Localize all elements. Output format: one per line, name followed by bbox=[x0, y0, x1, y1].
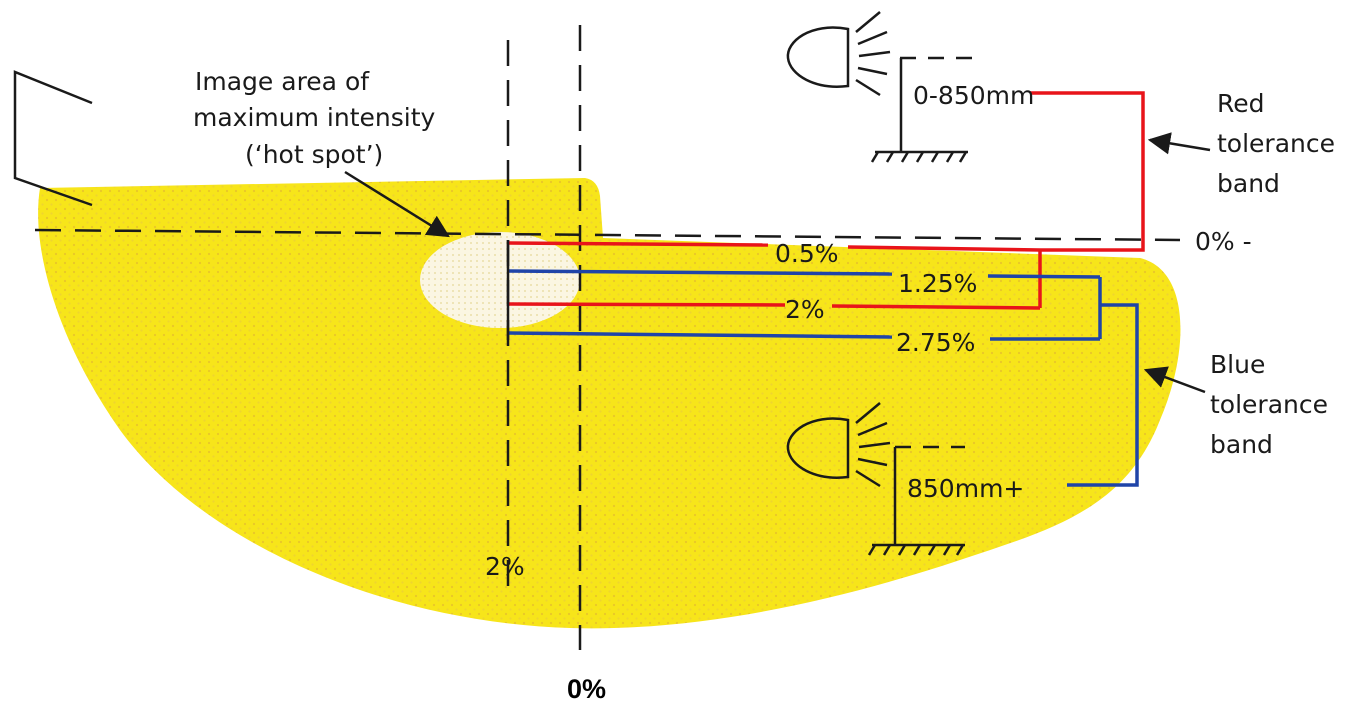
beam-pattern bbox=[38, 178, 1181, 629]
red-band-bracket bbox=[1030, 91, 1145, 252]
red-band-upper-line-right bbox=[847, 245, 1041, 252]
red-tolerance-band bbox=[507, 91, 1145, 310]
blue-band-upper-value: 1.25% bbox=[898, 269, 977, 298]
blue-band-label-line-1: Blue bbox=[1210, 350, 1265, 379]
blue-tolerance-band bbox=[507, 269, 1139, 487]
blue-band-upper-line-left bbox=[507, 269, 893, 276]
blue-band-label-line-3: band bbox=[1210, 430, 1273, 459]
vertical-2pct-label: 2% bbox=[485, 552, 525, 581]
blue-band-lower-line-left bbox=[507, 331, 893, 339]
horizontal-cutoff-line bbox=[34, 228, 1181, 242]
blue-band-outer-bracket bbox=[1067, 303, 1139, 487]
lamp-height-top-label: 0-850mm bbox=[913, 81, 1034, 110]
blue-band-lower-value: 2.75% bbox=[896, 328, 975, 357]
red-band-label-line-3: band bbox=[1217, 169, 1280, 198]
red-band-label-line-1: Red bbox=[1217, 89, 1265, 118]
ground-hatch-icon bbox=[870, 58, 968, 163]
screen-outline bbox=[13, 70, 93, 207]
headlamp-icon bbox=[786, 11, 891, 97]
red-band-lower-value: 2% bbox=[785, 295, 825, 324]
vertical-0pct-label: 0% bbox=[567, 674, 606, 704]
hotspot-label-line-2: maximum intensity bbox=[193, 103, 436, 132]
red-band-upper-value: 0.5% bbox=[775, 239, 839, 268]
red-band-lower-line-left bbox=[507, 302, 786, 307]
blue-band-upper-line-right bbox=[987, 274, 1101, 279]
hotspot-label-line-3: (‘hot spot’) bbox=[245, 140, 383, 169]
hotspot-pointer-arrow bbox=[344, 170, 450, 238]
zero-percent-right-label: 0% - bbox=[1195, 227, 1252, 256]
lamp-height-bottom-label: 850mm+ bbox=[907, 474, 1024, 503]
ground-hatch-icon bbox=[867, 447, 965, 556]
headlamp-icon bbox=[786, 402, 891, 488]
red-band-label-line-2: tolerance bbox=[1217, 129, 1335, 158]
hot-spot-area bbox=[420, 232, 580, 328]
blue-band-label-line-2: tolerance bbox=[1210, 390, 1328, 419]
red-band-upper-line-left bbox=[507, 241, 769, 247]
blue-band-pointer-arrow bbox=[1143, 366, 1206, 394]
red-band-pointer-arrow bbox=[1147, 132, 1211, 155]
red-band-lower-line-right bbox=[831, 304, 1041, 310]
hotspot-label-line-1: Image area of bbox=[195, 67, 370, 96]
